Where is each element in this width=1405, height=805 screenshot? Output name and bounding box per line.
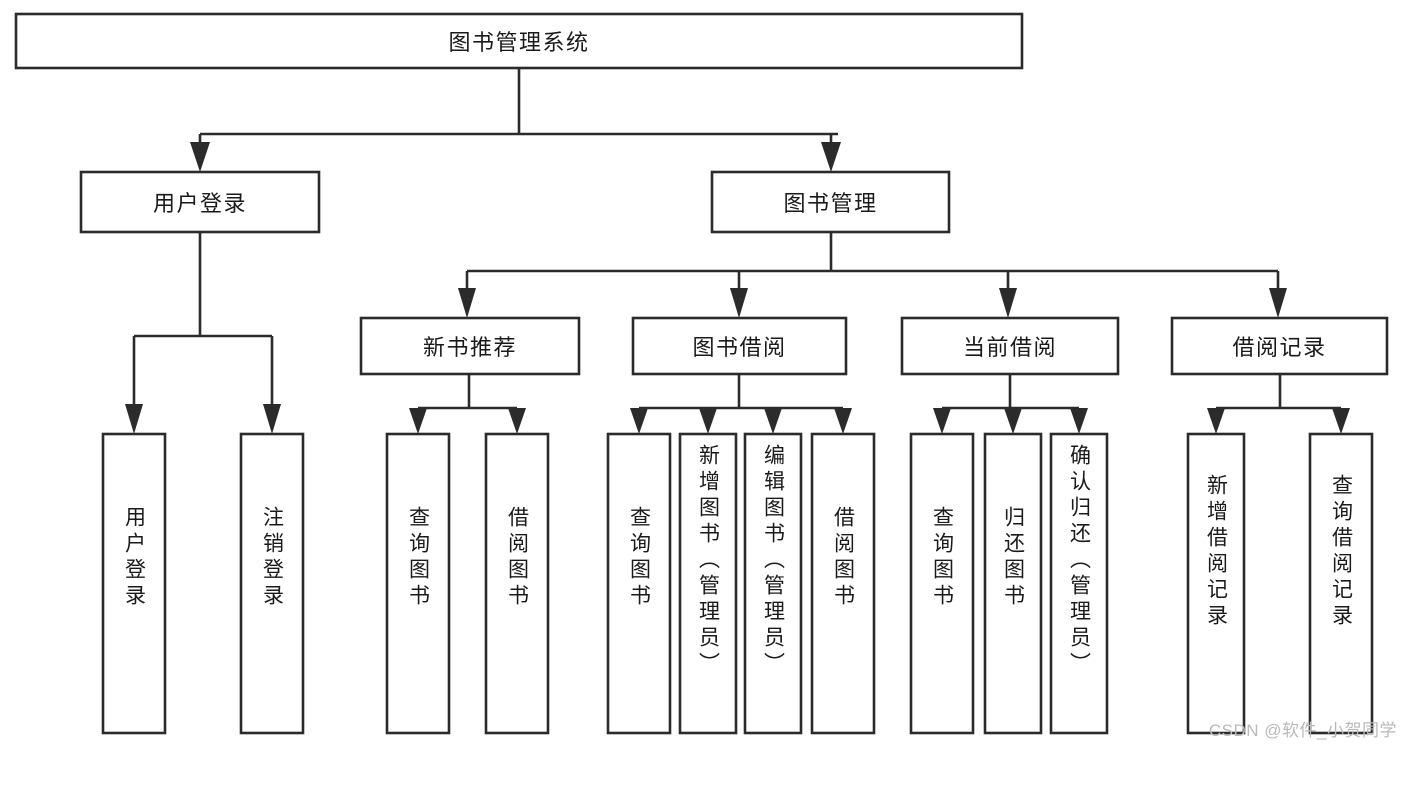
node-box-leaf-borrow-book[interactable]: [810, 432, 876, 735]
arrowhead-user-login: [190, 142, 210, 172]
arrowhead-leaf-return-book: [1004, 408, 1022, 434]
arrowhead-leaf-logout: [263, 404, 281, 434]
arrowhead-leaf-confirm-return: [1070, 408, 1088, 434]
node-box-book-manage[interactable]: [710, 170, 951, 234]
arrowhead-leaf-query-book-borrow: [630, 408, 648, 434]
connector-group: [125, 68, 1350, 434]
arrowhead-leaf-borrow-book: [834, 408, 852, 434]
node-box-leaf-add-borrow-record[interactable]: [1186, 432, 1246, 735]
node-box-leaf-confirm-return[interactable]: [1049, 432, 1109, 735]
node-box-leaf-query-borrow-record[interactable]: [1308, 432, 1374, 735]
arrowhead-book-manage: [821, 142, 841, 172]
node-box-current-borrow[interactable]: [900, 316, 1120, 376]
arrowhead-leaf-user-login: [125, 404, 143, 434]
arrowhead-leaf-borrow-book-rec: [508, 408, 526, 434]
arrowhead-leaf-add-borrow-record: [1207, 408, 1225, 434]
arrowhead-borrow-record: [1269, 288, 1287, 318]
arrowhead-leaf-query-book-rec: [409, 408, 427, 434]
flowchart-canvas: 图书管理系统 用户登录 图书管理 新书推荐 图书借阅 当前借阅 借阅记录 用户登…: [14, 12, 1397, 740]
node-rect-group: [14, 12, 1389, 735]
node-box-leaf-query-book-current[interactable]: [909, 432, 975, 735]
node-box-leaf-user-login[interactable]: [101, 432, 167, 735]
arrowhead-leaf-query-borrow-record: [1332, 408, 1350, 434]
node-box-book-borrow[interactable]: [631, 316, 848, 376]
csdn-watermark: CSDN @软件_小贺同学: [1208, 721, 1397, 740]
node-box-new-book-rec[interactable]: [359, 316, 581, 376]
node-box-leaf-add-book[interactable]: [678, 432, 738, 735]
node-box-borrow-record[interactable]: [1170, 316, 1389, 376]
arrowhead-current-borrow: [999, 288, 1017, 318]
node-box-user-login[interactable]: [79, 170, 321, 234]
arrowhead-new-book-rec: [458, 288, 476, 318]
node-box-leaf-borrow-book-rec[interactable]: [484, 432, 550, 735]
node-box-leaf-query-book-borrow[interactable]: [606, 432, 672, 735]
node-box-leaf-query-book-rec[interactable]: [385, 432, 451, 735]
node-box-leaf-edit-book[interactable]: [743, 432, 803, 735]
node-box-leaf-logout[interactable]: [239, 432, 305, 735]
arrowhead-book-borrow: [730, 288, 748, 318]
arrowhead-leaf-query-book-current: [933, 408, 951, 434]
arrowhead-leaf-add-book: [699, 408, 717, 434]
flowchart-svg: [14, 12, 1389, 735]
arrowhead-leaf-edit-book: [764, 408, 782, 434]
node-box-root[interactable]: [14, 12, 1024, 70]
node-box-leaf-return-book[interactable]: [983, 432, 1043, 735]
